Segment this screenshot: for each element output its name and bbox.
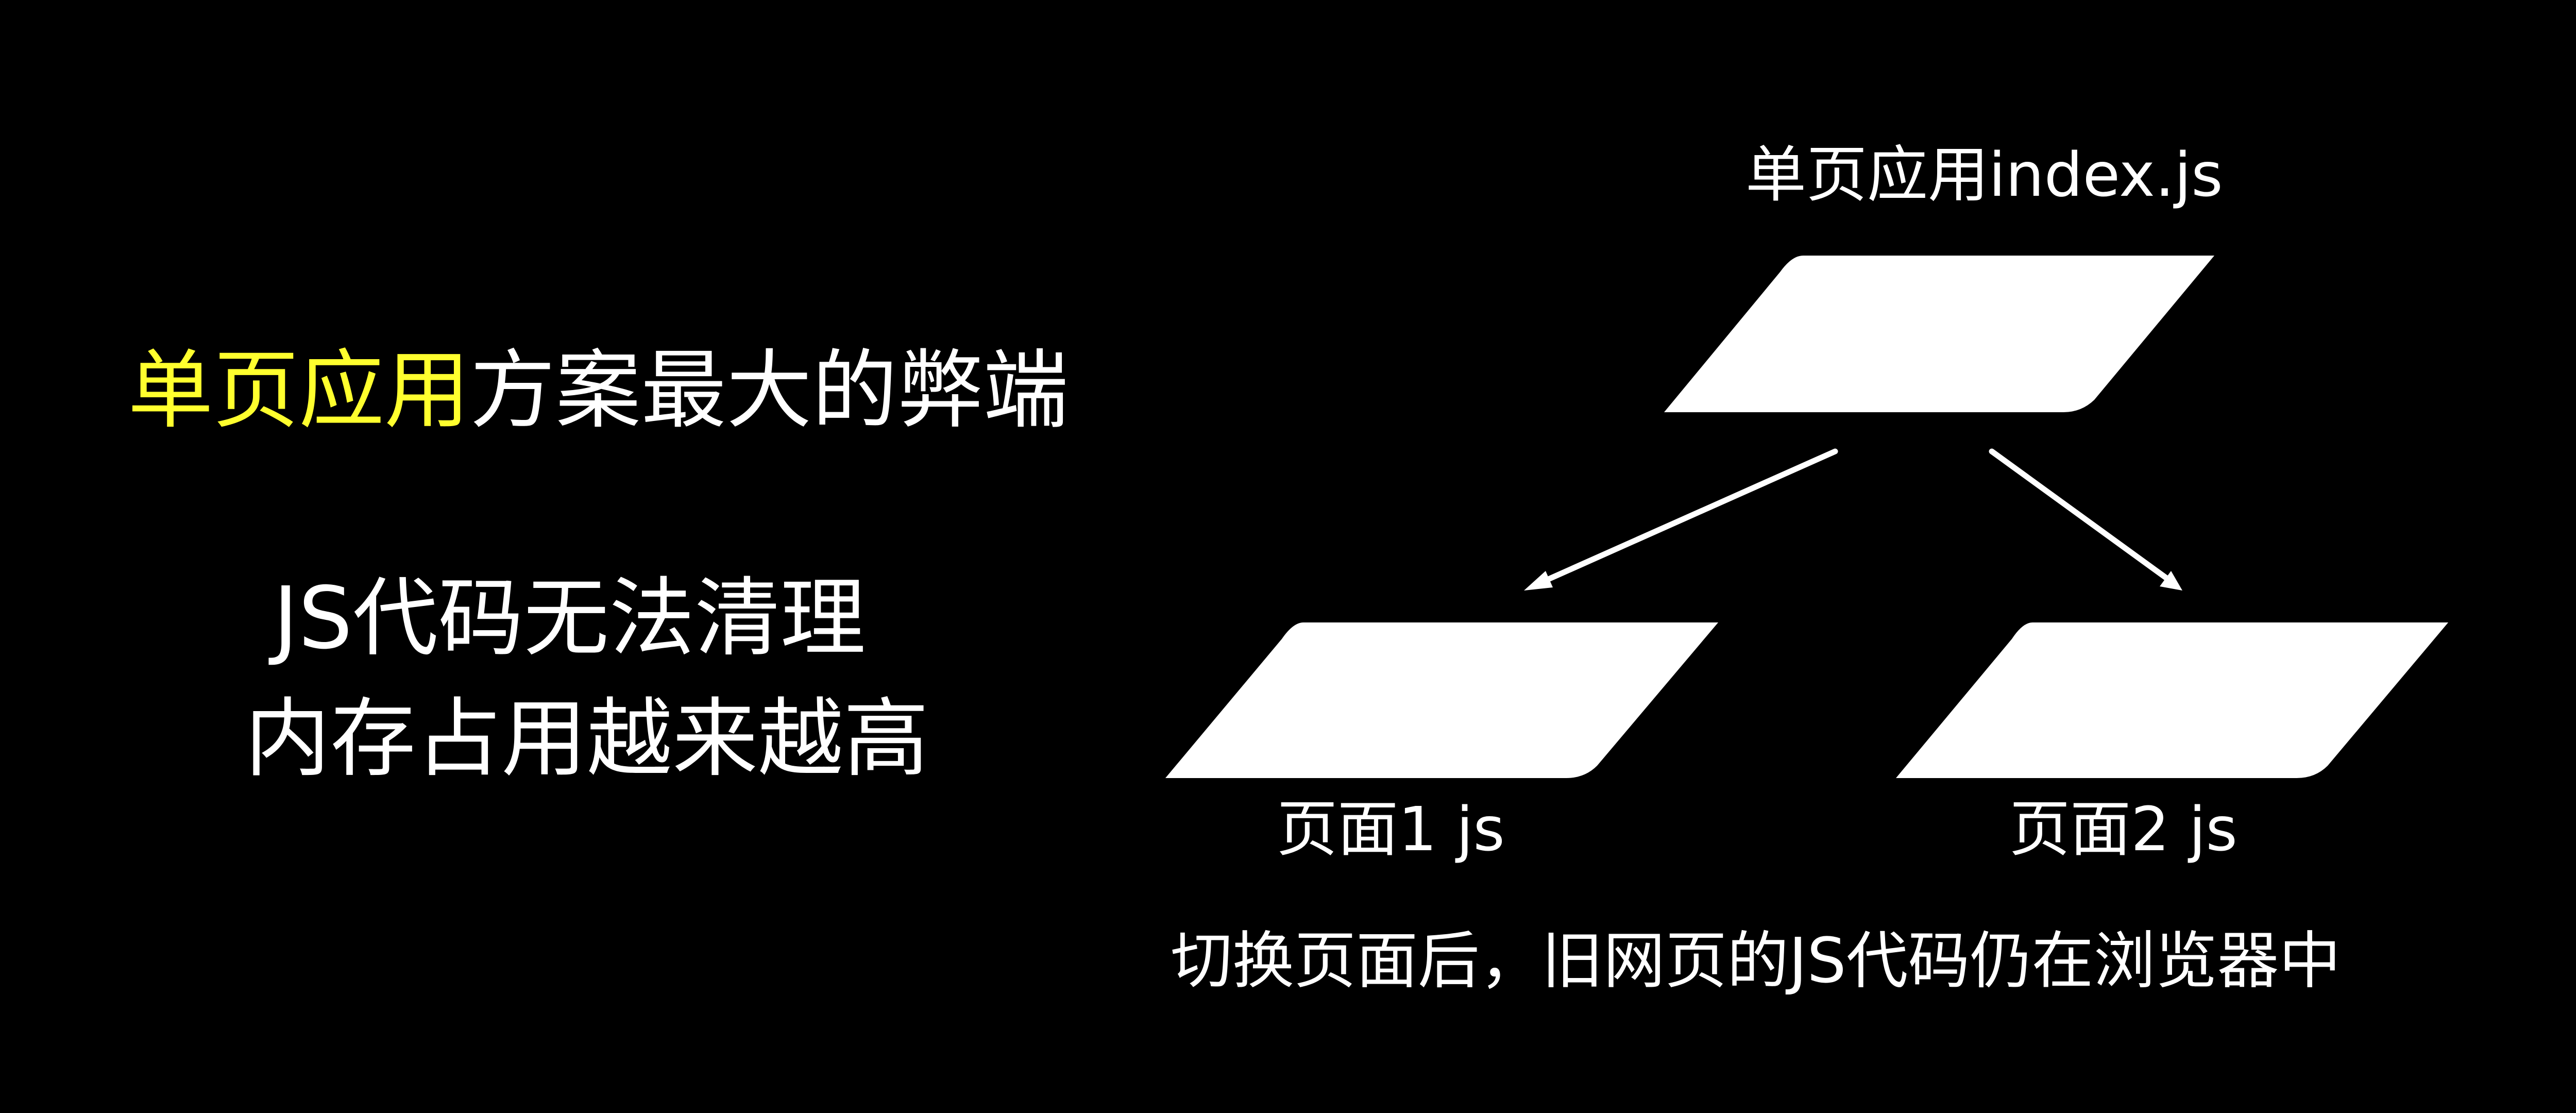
point-js-not-cleaned: JS代码无法清理 bbox=[273, 569, 866, 668]
page1-js-shape bbox=[1165, 622, 1718, 778]
headline: 单页应用方案最大的弊端 bbox=[128, 348, 1069, 434]
diagram-caption: 切换页面后，旧网页的JS代码仍在浏览器中 bbox=[1171, 925, 2341, 997]
index-js-label: 单页应用index.js bbox=[1745, 139, 2223, 210]
index-js-shape bbox=[1664, 256, 2214, 412]
headline-highlight: 单页应用 bbox=[128, 341, 470, 441]
arrow-to-page2 bbox=[1989, 448, 2182, 591]
point-memory-grows: 内存占用越来越高 bbox=[245, 689, 929, 789]
page2-js-label: 页面2 js bbox=[2009, 794, 2238, 865]
page1-js-label: 页面1 js bbox=[1277, 794, 1505, 865]
headline-rest: 方案最大的弊端 bbox=[470, 341, 1069, 441]
page2-js-shape bbox=[1896, 622, 2448, 778]
arrow-to-page1 bbox=[1524, 448, 1838, 591]
